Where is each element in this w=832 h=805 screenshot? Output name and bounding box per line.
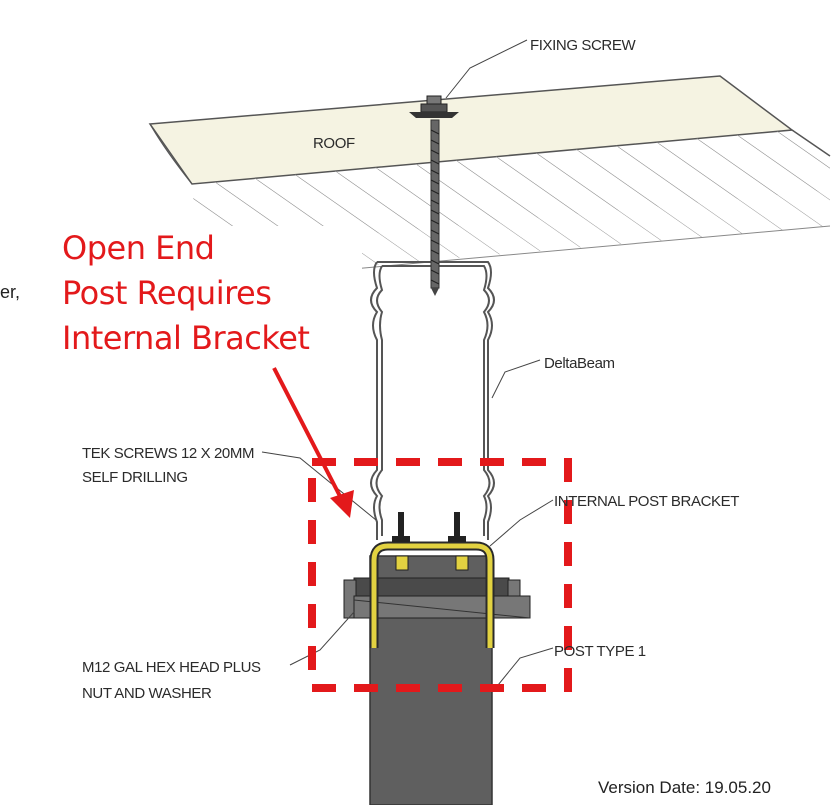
callout-line-1: Open End <box>62 229 215 267</box>
fixing-screw <box>409 95 459 296</box>
internal-post-bracket <box>369 541 495 648</box>
bolt-label-line1: M12 GAL HEX HEAD PLUS <box>82 659 261 676</box>
callout-line-2: Post Requires <box>62 274 272 312</box>
fixing-screw-label: FIXING SCREW <box>530 37 636 54</box>
callout-arrow <box>272 367 354 518</box>
post-type-label: POST TYPE 1 <box>554 643 646 660</box>
roof-label: ROOF <box>313 135 355 152</box>
internal-post-bracket-label: INTERNAL POST BRACKET <box>554 493 739 510</box>
tek-screws-label-line1: TEK SCREWS 12 X 20MM <box>82 445 254 462</box>
bolt-label-line2: NUT AND WASHER <box>82 685 212 702</box>
deltabeam-profile <box>370 261 495 540</box>
callout-box: Open End Post Requires Internal Bracket <box>62 226 362 361</box>
tek-screws-label-line2: SELF DRILLING <box>82 469 188 486</box>
post <box>343 555 531 805</box>
deltabeam-label: DeltaBeam <box>544 355 615 372</box>
callout-line-3: Internal Bracket <box>62 319 310 357</box>
leader-lines <box>261 39 554 691</box>
truncated-text-fragment: er, <box>0 282 21 302</box>
version-date: Version Date: 19.05.20 <box>598 778 771 797</box>
highlight-dashed-box <box>308 458 572 692</box>
tek-screws <box>392 512 466 542</box>
